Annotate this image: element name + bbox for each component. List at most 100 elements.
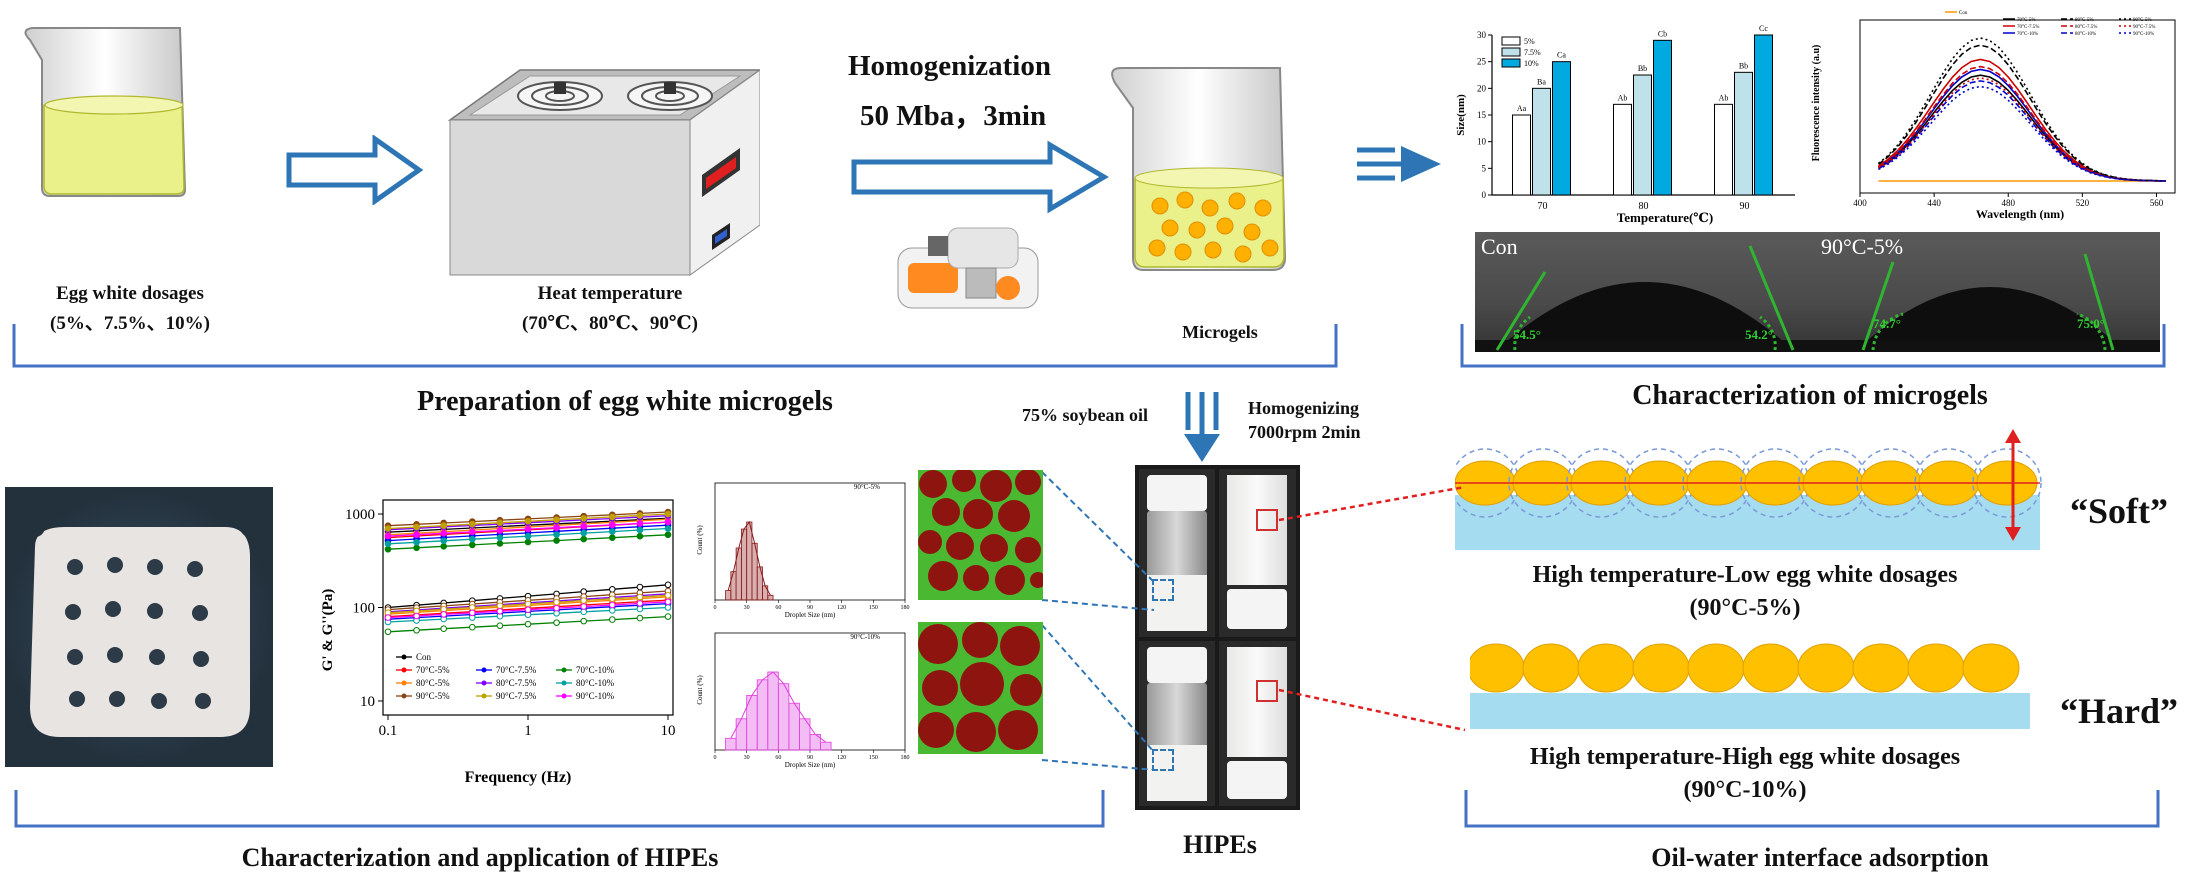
rheo-legend-marker xyxy=(401,654,407,660)
size-bar-label: Ab xyxy=(1618,93,1628,102)
rheo-data-point xyxy=(664,525,672,532)
size-legend-label: 5% xyxy=(1524,37,1535,46)
hist2-ylabel: Count (%) xyxy=(696,675,704,705)
rheo-legend-label: 80°C-7.5% xyxy=(496,678,537,688)
fluo-legend-label: 70°C-10% xyxy=(2017,32,2038,37)
size-chart-ylabel: Size(nm) xyxy=(1455,94,1467,136)
contact-con-angle-right: 54.2° xyxy=(1745,327,1773,342)
hist-bar xyxy=(746,521,753,601)
hist-bar xyxy=(777,683,790,751)
preparation-bracket xyxy=(12,324,1338,368)
hist-bar xyxy=(820,741,832,751)
hist-x-tick-label: 120 xyxy=(837,605,846,611)
size-bar-label: Cb xyxy=(1658,29,1667,38)
rheo-data-point xyxy=(664,510,672,518)
size-legend-swatch xyxy=(1501,58,1521,68)
soft-description: High temperature-Low egg white dosages xyxy=(1532,562,1958,588)
contact-90c5-angle-left: 74.7° xyxy=(1873,316,1901,331)
rheo-x-tick-label: 0.1 xyxy=(379,723,398,739)
hard-microgel-droplet xyxy=(1962,643,2020,693)
microgels-label: Microgels xyxy=(1182,322,1258,342)
fluo-series-line xyxy=(1878,77,2166,182)
size-legend-swatch xyxy=(1501,36,1521,46)
heat-temperature-values: (70℃、80℃、90℃) xyxy=(522,313,698,334)
rheo-legend-marker xyxy=(481,667,487,673)
rheo-data-point xyxy=(524,606,532,614)
rheo-data-point xyxy=(468,541,476,549)
rheo-data-point xyxy=(608,528,616,535)
rheo-data-point xyxy=(580,522,588,530)
size-bar xyxy=(1714,103,1733,196)
hist-x-tick-label: 150 xyxy=(869,755,878,761)
size-y-tick-label: 10 xyxy=(1477,137,1487,147)
size-bar-label: Ba xyxy=(1537,77,1546,86)
rheo-data-point xyxy=(608,616,616,623)
size-bar-label: Aa xyxy=(1517,104,1527,113)
rheo-legend-label: 90°C-10% xyxy=(576,691,615,701)
size-y-tick-label: 5 xyxy=(1482,163,1487,173)
rheo-data-point xyxy=(580,535,588,543)
rheo-data-point xyxy=(608,586,616,593)
hist-x-tick-label: 30 xyxy=(744,605,750,611)
hist-fit-curve xyxy=(730,671,827,743)
homogenizing-params: 7000rpm 2min xyxy=(1248,422,1361,442)
rheo-data-point xyxy=(553,598,560,606)
hard-microgel-droplet xyxy=(1797,643,1855,693)
hard-microgel-droplet xyxy=(1522,643,1580,693)
size-legend-label: 10% xyxy=(1524,59,1539,68)
hist-bar xyxy=(725,590,732,601)
hist-bar xyxy=(767,671,779,751)
rheo-legend-label: 80°C-5% xyxy=(416,678,450,688)
fluo-legend-label: 90°C-5% xyxy=(2133,18,2152,23)
rheo-data-point xyxy=(440,522,448,529)
rheo-data-point xyxy=(636,512,644,519)
rheo-data-point xyxy=(580,608,588,616)
fluo-series-line xyxy=(1878,80,2166,182)
rheo-data-point xyxy=(440,611,448,618)
rheo-legend-marker xyxy=(481,693,487,699)
hist-x-tick-label: 120 xyxy=(837,755,846,761)
water-bath-heater-icon xyxy=(447,69,760,276)
rheo-legend-label: 70°C-10% xyxy=(576,665,615,675)
fluo-x-tick-label: 560 xyxy=(2150,198,2164,208)
rheo-data-point xyxy=(636,520,644,527)
size-bar xyxy=(1754,34,1773,196)
rheo-data-point xyxy=(468,528,476,536)
size-x-tick-label: 90 xyxy=(1740,201,1750,212)
rheo-data-point xyxy=(664,598,672,606)
rheo-data-point xyxy=(636,532,644,540)
rheo-data-point xyxy=(384,540,392,548)
hard-interface-diagram xyxy=(1470,643,2030,729)
fluo-x-tick-label: 520 xyxy=(2076,198,2090,208)
rheo-data-point xyxy=(580,515,588,522)
rheo-data-point xyxy=(524,532,532,540)
interface-section-title: Oil-water interface adsorption xyxy=(1651,843,1989,872)
rheo-data-point xyxy=(413,612,420,620)
microgels-beaker xyxy=(1111,67,1287,271)
rheo-data-point xyxy=(413,531,420,539)
hard-microgel-droplet xyxy=(1632,643,1690,693)
rheo-data-point xyxy=(608,534,616,541)
hard-microgel-droplet xyxy=(1742,643,1800,693)
rheo-data-point xyxy=(496,519,504,527)
homogenization-params: 50 Mba，3min xyxy=(860,100,1047,132)
rheo-legend-label: 90°C-5% xyxy=(416,691,450,701)
rheo-legend-label: 90°C-7.5% xyxy=(496,691,537,701)
rheo-data-point xyxy=(524,525,532,533)
hard-description-params: (90°C-10%) xyxy=(1683,777,1807,803)
rheo-data-point xyxy=(440,543,448,550)
fluo-series-line xyxy=(1878,74,2166,182)
fluo-series-line xyxy=(1877,37,2166,182)
printed-hipe-sample-photo xyxy=(5,487,273,767)
rheo-legend-label: 70°C-5% xyxy=(416,665,450,675)
rheo-data-point xyxy=(664,604,672,611)
size-bar-label: Ca xyxy=(1557,51,1566,60)
rheo-data-point xyxy=(553,531,560,538)
interface-connector-lines xyxy=(1278,485,1466,732)
hist2-title: 90°C-10% xyxy=(850,633,880,641)
hist-x-tick-label: 180 xyxy=(901,755,910,761)
rheo-data-point xyxy=(496,527,504,534)
rheo-legend-label: Con xyxy=(416,652,432,662)
rheo-data-point xyxy=(664,531,672,539)
